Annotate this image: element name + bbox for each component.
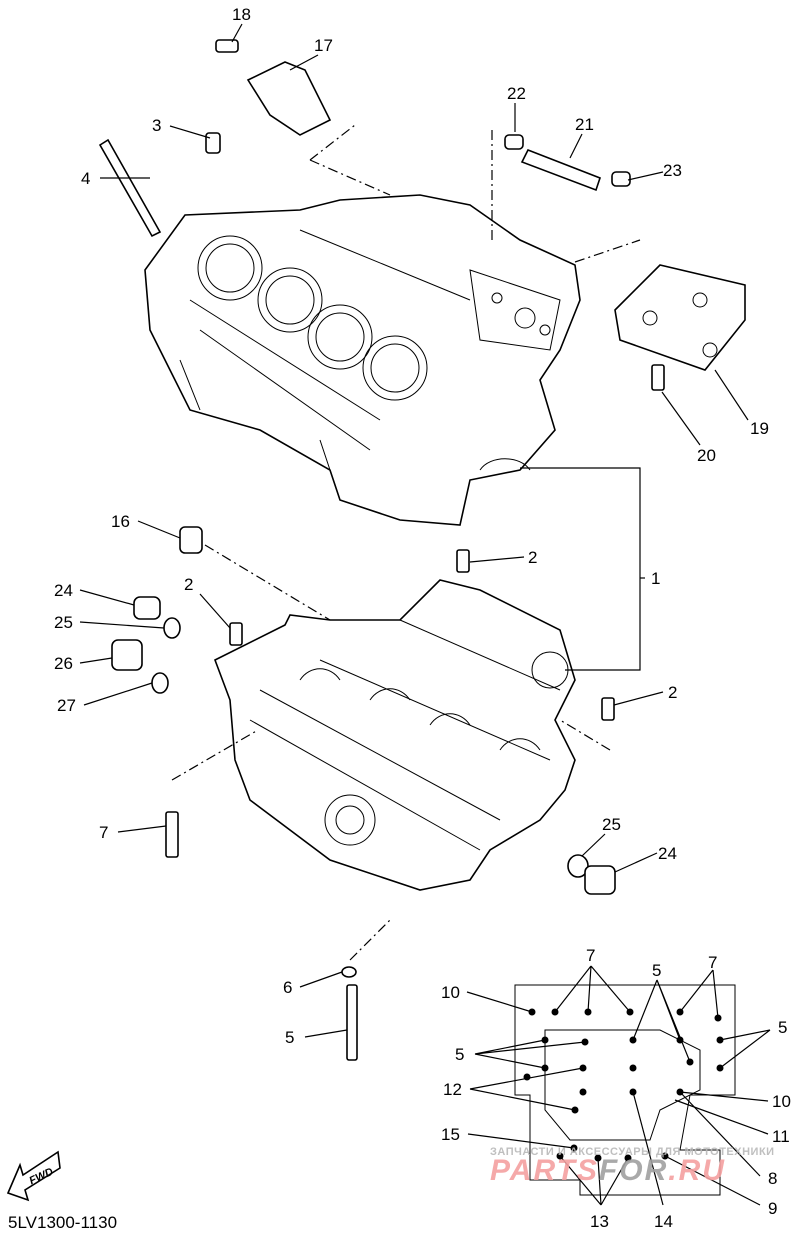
callout: 9: [768, 1199, 777, 1218]
part-19-plate: [614, 264, 746, 391]
callout: 8: [768, 1169, 777, 1188]
callout: 25: [602, 815, 621, 834]
callout: 23: [663, 161, 682, 180]
assembly-lines: [171, 124, 641, 961]
callout: 5: [285, 1028, 294, 1047]
callout: 7: [708, 953, 717, 972]
callout: 27: [57, 696, 76, 715]
watermark: ЗАПЧАСТИ И АКСЕССУАРЫ ДЛЯ МОТОТЕХНИКИ PA…: [490, 1146, 775, 1187]
part-21-hose: [504, 134, 631, 192]
part-3-pin: [205, 132, 221, 154]
diagram-code: 5LV1300-1130: [8, 1213, 117, 1232]
callout: 15: [441, 1125, 460, 1144]
callout: 2: [184, 575, 193, 594]
callout: 3: [152, 116, 161, 135]
callout: 4: [81, 169, 90, 188]
callout: 7: [586, 946, 595, 965]
callout: 14: [654, 1212, 673, 1231]
callout: 24: [54, 581, 73, 600]
callout: 13: [590, 1212, 609, 1231]
leader-lines: [79, 23, 749, 1038]
callout: 21: [575, 115, 594, 134]
callout: 19: [750, 419, 769, 438]
callout: 6: [283, 978, 292, 997]
bolt-pattern-diagram: [466, 965, 771, 1206]
callout: 25: [54, 613, 73, 632]
callout: 20: [697, 446, 716, 465]
part-17-cover: [246, 61, 332, 136]
callout-labels: 18 17 22 21 23 3 4 19 20 16 2 1 24 2 25 …: [54, 5, 791, 1231]
lower-crankcase: [213, 579, 576, 891]
callout: 5: [652, 961, 661, 980]
callout: 26: [54, 654, 73, 673]
callout: 2: [528, 548, 537, 567]
callout: 5: [455, 1045, 464, 1064]
callout: 2: [668, 683, 677, 702]
callout: 17: [314, 36, 333, 55]
callout: 12: [443, 1080, 462, 1099]
callout: 7: [99, 823, 108, 842]
part-4-stud: [98, 138, 162, 238]
callout: 18: [232, 5, 251, 24]
watermark-tagline: ЗАПЧАСТИ И АКСЕССУАРЫ ДЛЯ МОТОТЕХНИКИ: [490, 1146, 775, 1158]
callout: 10: [441, 983, 460, 1002]
part-18-bolt: [215, 39, 239, 53]
callout: 16: [111, 512, 130, 531]
callout: 24: [658, 844, 677, 863]
callout: 1: [651, 569, 660, 588]
callout: 10: [772, 1092, 791, 1111]
fwd-arrow-icon: FWD: [6, 1150, 61, 1202]
upper-crankcase: [144, 194, 581, 526]
callout: 5: [778, 1018, 787, 1037]
callout: 11: [772, 1127, 790, 1146]
callout: 22: [507, 84, 526, 103]
watermark-logo: PARTSFOR.RU: [490, 1154, 726, 1187]
